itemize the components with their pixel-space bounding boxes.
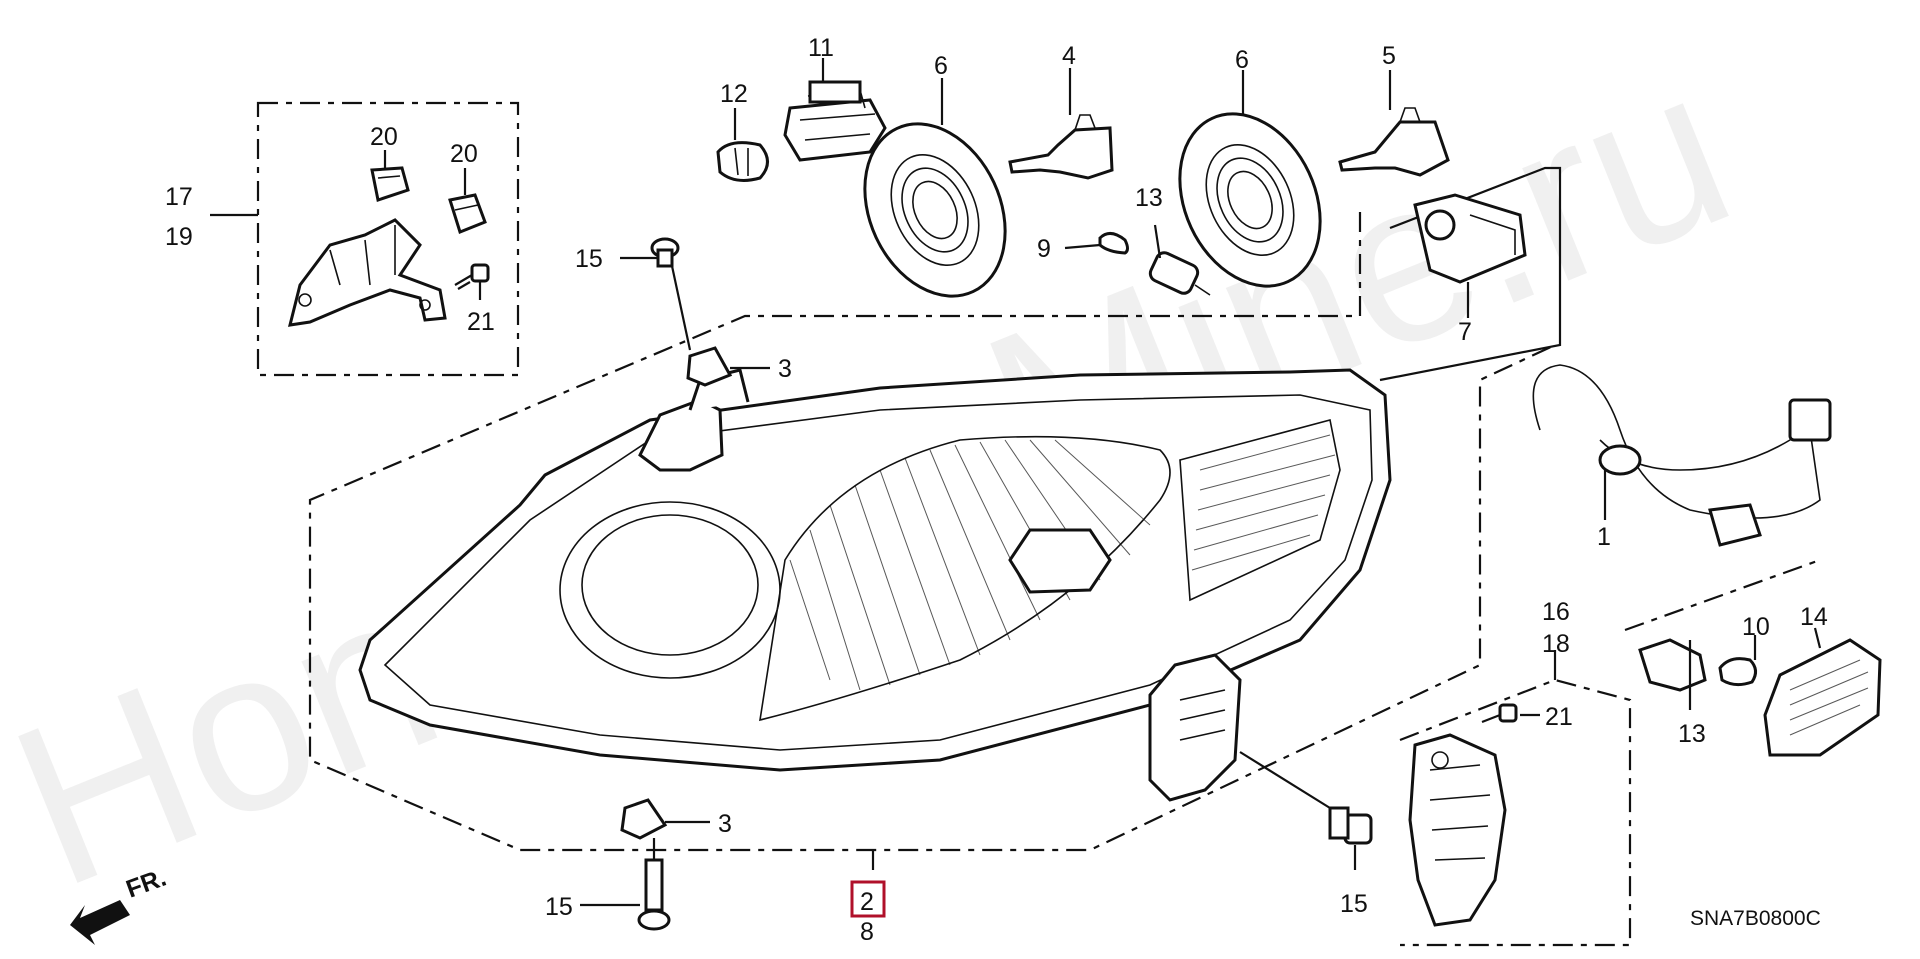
callout-19[interactable]: 19 bbox=[165, 223, 193, 251]
bolt-15-bottom-right[interactable] bbox=[1239, 751, 1373, 845]
callout-1[interactable]: 1 bbox=[1597, 523, 1611, 551]
side-bracket[interactable] bbox=[1408, 733, 1507, 927]
callout-13-top[interactable]: 13 bbox=[1135, 184, 1163, 212]
callout-17[interactable]: 17 bbox=[165, 183, 193, 211]
bulb-5[interactable] bbox=[1338, 107, 1450, 177]
callout-18[interactable]: 18 bbox=[1542, 630, 1570, 658]
callout-15-top[interactable]: 15 bbox=[575, 245, 603, 273]
callout-2[interactable]: 2 bbox=[860, 888, 874, 916]
socket-11[interactable] bbox=[783, 80, 887, 162]
ballast-box bbox=[1379, 166, 1562, 382]
diagram-code: SNA7B0800C bbox=[1690, 907, 1821, 930]
callout-13-side[interactable]: 13 bbox=[1678, 720, 1706, 748]
callout-14[interactable]: 14 bbox=[1800, 603, 1828, 631]
highlight-box-2 bbox=[850, 880, 886, 918]
headlight-assembly[interactable] bbox=[358, 368, 1392, 802]
nut-3-top[interactable] bbox=[686, 346, 733, 387]
callout-3-bottom[interactable]: 3 bbox=[718, 810, 732, 838]
socket-13-side[interactable] bbox=[1638, 638, 1707, 692]
callout-7[interactable]: 7 bbox=[1458, 318, 1472, 346]
screw-21-side[interactable] bbox=[1481, 703, 1518, 724]
bolt-15-bottom-left[interactable] bbox=[637, 838, 671, 931]
callout-11[interactable]: 11 bbox=[808, 34, 834, 62]
callouts: 12 11 6 4 6 5 13 9 7 15 3 17 19 20 20 21… bbox=[165, 34, 1828, 946]
callout-6-right[interactable]: 6 bbox=[1235, 46, 1249, 74]
callout-8[interactable]: 8 bbox=[860, 918, 874, 946]
callout-15-bottom-left[interactable]: 15 bbox=[545, 893, 573, 921]
leader-lines bbox=[383, 58, 1822, 907]
callout-9[interactable]: 9 bbox=[1037, 235, 1051, 263]
wire-box bbox=[1624, 558, 1821, 632]
callout-20-left[interactable]: 20 bbox=[370, 123, 398, 151]
callout-21-side[interactable]: 21 bbox=[1545, 703, 1573, 731]
socket-13-top[interactable] bbox=[1148, 250, 1211, 296]
bulb-12[interactable] bbox=[716, 141, 769, 182]
side-marker-box bbox=[1399, 678, 1632, 947]
callout-12[interactable]: 12 bbox=[720, 80, 748, 108]
bracket-kit-box bbox=[256, 101, 520, 377]
callout-3-top[interactable]: 3 bbox=[778, 355, 792, 383]
ballast-7[interactable] bbox=[1413, 193, 1527, 284]
bulb-10[interactable] bbox=[1718, 657, 1757, 687]
callout-10[interactable]: 10 bbox=[1742, 613, 1770, 641]
side-marker-14[interactable] bbox=[1763, 638, 1882, 757]
nut-3-bottom[interactable] bbox=[620, 798, 668, 840]
clip-20-left[interactable] bbox=[370, 166, 410, 202]
callout-6-left[interactable]: 6 bbox=[934, 52, 948, 80]
bolt-15-top[interactable] bbox=[650, 237, 692, 351]
clip-20-right[interactable] bbox=[448, 193, 487, 234]
callout-4[interactable]: 4 bbox=[1062, 42, 1076, 70]
bulb-9[interactable] bbox=[1098, 232, 1129, 255]
headlight-assembly-box bbox=[308, 212, 1556, 852]
screw-21-bracket[interactable] bbox=[454, 263, 490, 290]
callout-5[interactable]: 5 bbox=[1382, 42, 1396, 70]
dust-cover-6-left[interactable] bbox=[838, 101, 1032, 319]
callout-20-right[interactable]: 20 bbox=[450, 140, 478, 168]
headlight-bracket[interactable] bbox=[287, 218, 447, 327]
bulb-4[interactable] bbox=[1008, 114, 1114, 180]
callout-21-bracket[interactable]: 21 bbox=[467, 308, 495, 336]
dust-cover-6-right[interactable] bbox=[1153, 91, 1347, 309]
callout-15-bottom-right[interactable]: 15 bbox=[1340, 890, 1368, 918]
callout-16[interactable]: 16 bbox=[1542, 598, 1570, 626]
wire-harness[interactable] bbox=[1532, 364, 1832, 547]
